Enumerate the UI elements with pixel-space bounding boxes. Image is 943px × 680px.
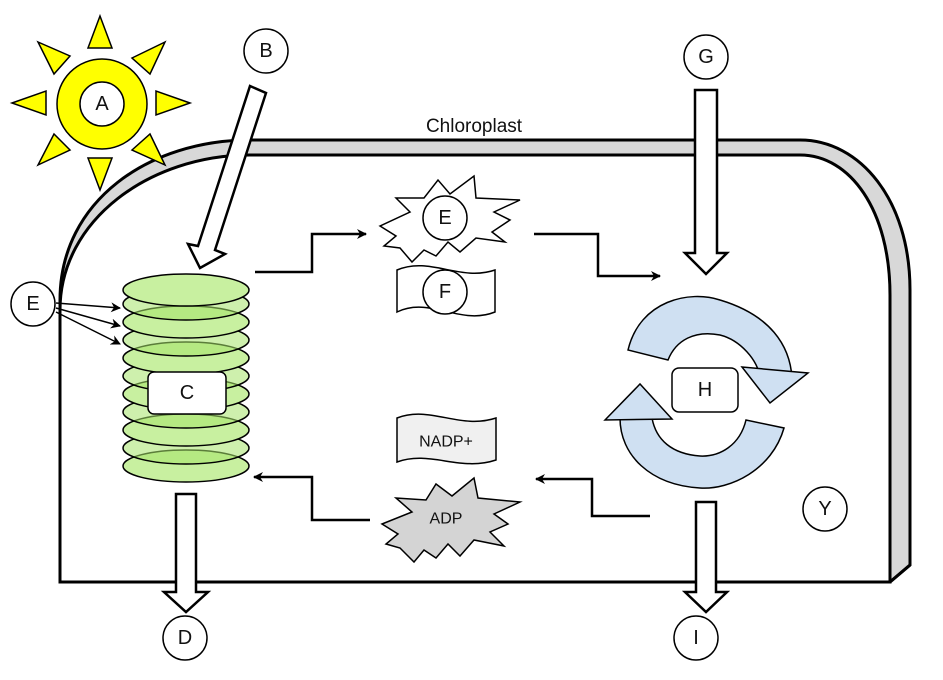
input-arrow-g <box>681 88 731 276</box>
calvin-cycle-icon <box>603 295 810 489</box>
output-arrow-d <box>160 492 212 614</box>
label-b-circle <box>243 28 289 74</box>
flow-arrow-to-thylakoid <box>253 472 370 522</box>
light-arrow-b <box>185 84 268 270</box>
label-e-left-circle <box>10 281 56 327</box>
label-h-box <box>671 367 739 413</box>
label-f-circle <box>422 269 468 315</box>
label-d-circle <box>162 615 208 661</box>
label-g: G <box>698 46 714 68</box>
label-i-circle <box>673 615 719 661</box>
label-y: Y <box>818 498 831 520</box>
chloroplast-title: Chloroplast <box>426 116 523 137</box>
label-g-circle <box>683 34 729 80</box>
label-h: H <box>698 379 712 401</box>
label-e-top: E <box>438 207 451 229</box>
label-e-left: E <box>26 293 39 315</box>
label-i: I <box>693 627 699 649</box>
flow-arrow-to-atp <box>255 229 367 274</box>
nadp-banner-shape <box>396 413 497 465</box>
label-d: D <box>178 627 192 649</box>
label-a: A <box>95 93 109 115</box>
label-c: C <box>180 382 194 404</box>
label-y-circle <box>802 486 848 532</box>
label-c-box <box>147 371 227 415</box>
nadp-label: NADP+ <box>419 434 473 451</box>
output-arrow-i <box>681 500 731 614</box>
flow-arrow-to-cycle <box>534 232 661 281</box>
adp-burst-shape <box>380 476 523 564</box>
label-f: F <box>439 281 451 303</box>
sun-icon <box>9 13 193 193</box>
water-arrows <box>55 302 121 345</box>
label-e-top-circle <box>422 195 468 241</box>
label-b: B <box>259 40 272 62</box>
flow-arrow-return-to-adp <box>535 474 650 518</box>
adp-label: ADP <box>430 511 463 528</box>
